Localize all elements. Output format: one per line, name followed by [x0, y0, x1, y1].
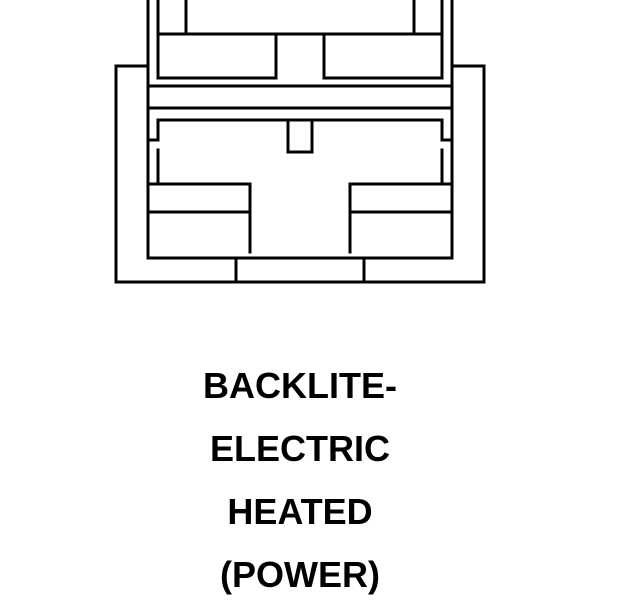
- caption-line-4: (POWER): [220, 554, 380, 595]
- connector-diagram: [114, 0, 486, 284]
- lower-cavity-top: [156, 118, 444, 142]
- outer-shroud-outline: [114, 64, 486, 284]
- polarizing-key: [286, 118, 314, 154]
- caption-line-3: HEATED: [227, 491, 373, 532]
- lower-terminal-pocket-right: [348, 182, 454, 254]
- base-tab: [234, 256, 366, 284]
- upper-cavity: [156, 0, 444, 80]
- connector-body-outline: [146, 0, 454, 260]
- lower-terminal-pocket-left: [146, 182, 252, 254]
- caption-line-2: ELECTRIC: [210, 428, 390, 469]
- caption-line-1: BACKLITE-: [203, 365, 397, 406]
